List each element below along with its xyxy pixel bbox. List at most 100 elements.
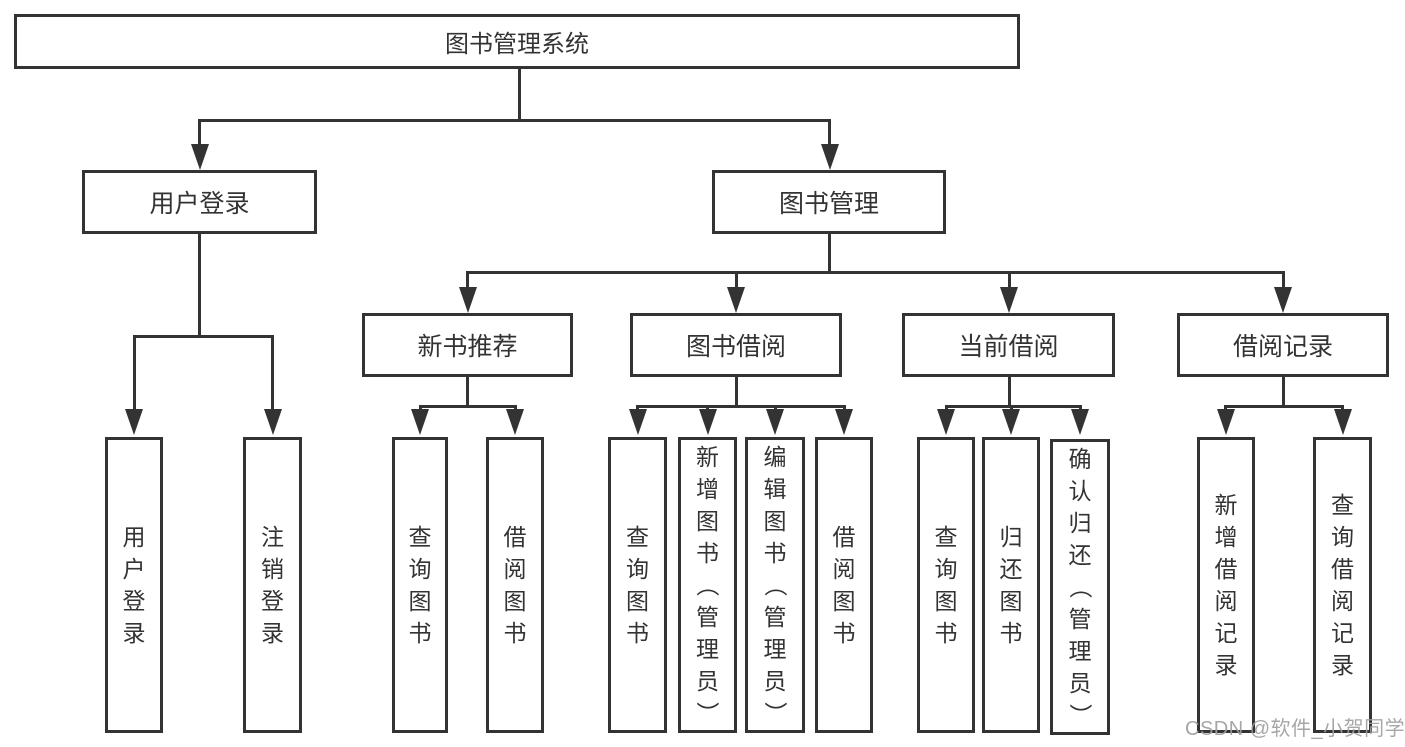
leaf-query-books-current: 查询图书 <box>917 437 975 733</box>
connector-hline <box>419 405 516 408</box>
vertical-char: 员 <box>763 668 787 694</box>
vertical-char: 认 <box>1068 478 1092 504</box>
leaf-confirm-return-admin-label: 确认归还（管理员） <box>1053 442 1107 732</box>
vertical-char: 书 <box>626 620 649 646</box>
leaf-add-book-admin: 新增图书（管理员） <box>678 437 737 733</box>
node-book-management: 图书管理 <box>712 170 946 234</box>
connector-vline <box>133 335 136 411</box>
vertical-char: 图 <box>832 588 856 614</box>
connector-vline <box>198 234 201 335</box>
vertical-char: 查 <box>408 524 432 550</box>
vertical-char: 书 <box>999 620 1023 646</box>
arrowhead-icon <box>506 409 524 435</box>
vertical-char: 书 <box>408 620 432 646</box>
leaf-add-book-admin-label: 新增图书（管理员） <box>681 440 734 730</box>
vertical-char: ） <box>762 701 788 725</box>
vertical-char: 书 <box>763 540 787 566</box>
vertical-char: 图 <box>763 508 787 534</box>
arrowhead-icon <box>629 409 647 435</box>
connector-vline <box>518 69 521 119</box>
vertical-char: 录 <box>1331 652 1354 678</box>
vertical-char: 图 <box>503 588 527 614</box>
leaf-query-borrow-record: 查询借阅记录 <box>1313 437 1372 733</box>
vertical-char: 用 <box>122 524 146 550</box>
vertical-char: 还 <box>999 556 1023 582</box>
arrowhead-icon <box>1334 409 1352 435</box>
leaf-confirm-return-admin: 确认归还（管理员） <box>1050 439 1110 735</box>
vertical-char: 录 <box>1214 652 1238 678</box>
leaf-query-books-current-label: 查询图书 <box>920 440 972 730</box>
vertical-char: 借 <box>503 524 527 550</box>
leaf-add-borrow-record-label: 新增借阅记录 <box>1200 440 1252 730</box>
connector-hline <box>133 335 274 338</box>
vertical-char: 查 <box>626 524 649 550</box>
vertical-char: 销 <box>261 556 284 582</box>
vertical-char: 录 <box>122 620 146 646</box>
vertical-char: 户 <box>122 556 146 582</box>
node-library-system-label: 图书管理系统 <box>445 31 589 58</box>
vertical-char: 管 <box>763 604 787 630</box>
vertical-char: 书 <box>934 620 958 646</box>
connector-hline <box>945 405 1081 408</box>
leaf-logout-label: 注销登录 <box>246 440 299 730</box>
node-user-login: 用户登录 <box>82 170 317 234</box>
arrowhead-icon <box>459 287 477 313</box>
connector-vline <box>466 271 469 293</box>
arrowhead-icon <box>1071 409 1089 435</box>
vertical-char: （ <box>762 573 788 597</box>
leaf-user-login-label: 用户登录 <box>108 440 160 730</box>
node-book-management-label: 图书管理 <box>778 190 879 218</box>
leaf-query-borrow-record-label: 查询借阅记录 <box>1316 440 1369 730</box>
arrowhead-icon <box>1274 287 1292 313</box>
connector-vline <box>1282 271 1285 293</box>
vertical-char: 新 <box>1214 492 1238 518</box>
vertical-char: 注 <box>261 524 284 550</box>
vertical-char: 查 <box>934 524 958 550</box>
vertical-char: 图 <box>696 508 719 534</box>
leaf-borrow-books-recommend: 借阅图书 <box>486 437 544 733</box>
vertical-char: （ <box>694 573 721 597</box>
arrowhead-icon <box>125 409 143 435</box>
vertical-char: ） <box>1067 703 1093 727</box>
leaf-borrow-books: 借阅图书 <box>815 437 873 733</box>
vertical-char: 新 <box>696 444 719 470</box>
vertical-char: （ <box>1067 575 1093 599</box>
vertical-char: 图 <box>934 588 958 614</box>
leaf-borrow-books-recommend-label: 借阅图书 <box>489 440 541 730</box>
vertical-char: 图 <box>626 588 649 614</box>
arrowhead-icon <box>1000 287 1018 313</box>
vertical-char: 图 <box>999 588 1023 614</box>
arrowhead-icon <box>821 144 839 170</box>
node-user-login-label: 用户登录 <box>149 190 250 218</box>
node-current-borrowing: 当前借阅 <box>902 313 1115 377</box>
arrowhead-icon <box>699 409 717 435</box>
vertical-char: 归 <box>999 524 1023 550</box>
vertical-char: 登 <box>261 588 284 614</box>
arrowhead-icon <box>937 409 955 435</box>
connector-vline <box>198 119 201 152</box>
leaf-user-login: 用户登录 <box>105 437 163 733</box>
vertical-char: 书 <box>832 620 856 646</box>
vertical-char: 编 <box>763 444 787 470</box>
arrowhead-icon <box>411 409 429 435</box>
vertical-char: 询 <box>626 556 649 582</box>
node-new-book-recommend: 新书推荐 <box>362 313 573 377</box>
connector-hline <box>636 405 845 408</box>
vertical-char: 借 <box>1214 556 1238 582</box>
vertical-char: 询 <box>408 556 432 582</box>
leaf-edit-book-admin: 编辑图书（管理员） <box>745 437 805 733</box>
vertical-char: 询 <box>1331 524 1354 550</box>
connector-hline <box>466 271 1284 274</box>
node-book-borrowing-label: 图书借阅 <box>685 333 786 361</box>
leaf-query-books-recommend-label: 查询图书 <box>395 440 445 730</box>
connector-vline <box>735 271 738 293</box>
arrowhead-icon <box>264 409 282 435</box>
leaf-add-borrow-record: 新增借阅记录 <box>1197 437 1255 733</box>
vertical-char: 借 <box>1331 556 1354 582</box>
connector-hline <box>198 119 831 122</box>
vertical-char: 辑 <box>763 476 787 502</box>
connector-vline <box>271 335 274 411</box>
node-borrowing-records: 借阅记录 <box>1177 313 1389 377</box>
vertical-char: 阅 <box>1214 588 1238 614</box>
